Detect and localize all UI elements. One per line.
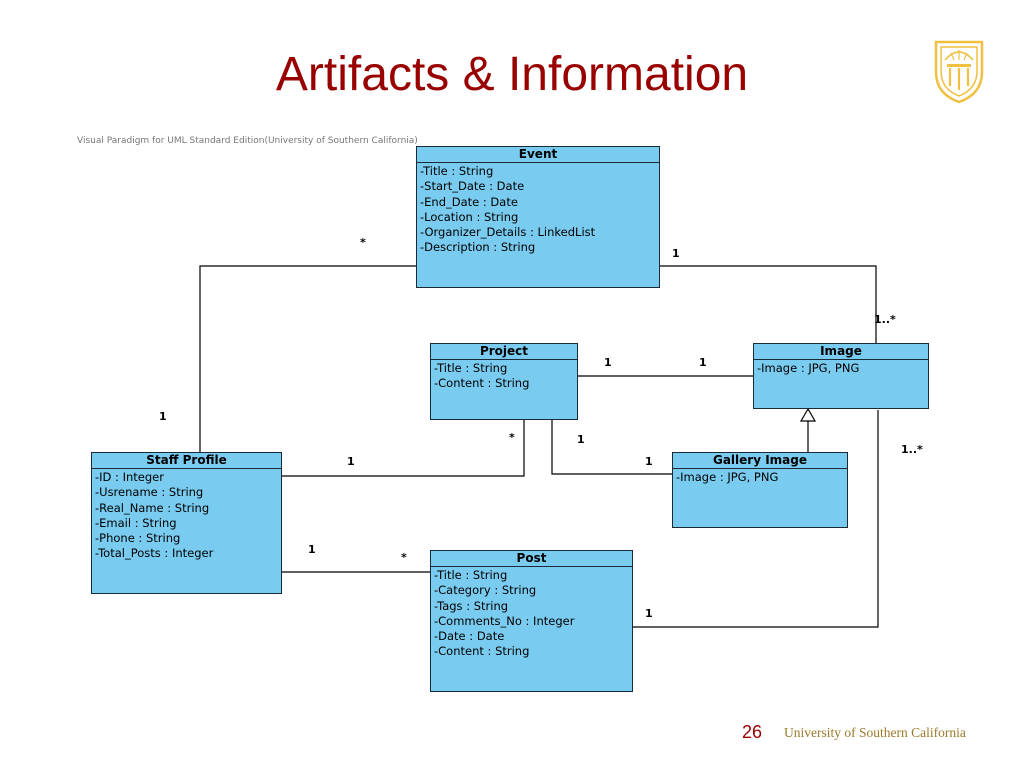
class-project-name: Project xyxy=(431,344,577,360)
post-attr-category: -Category : String xyxy=(434,583,537,598)
class-post-name: Post xyxy=(431,551,632,567)
post-attr-title: -Title : String xyxy=(434,568,508,582)
class-gallery-image[interactable]: Gallery Image -Image : JPG, PNG xyxy=(672,452,848,528)
generalization-triangle xyxy=(799,407,817,422)
mult-staff-project-project: * xyxy=(509,431,515,444)
post-attr-tags: -Tags : String xyxy=(434,598,509,613)
mult-project-gallery-gallery: 1 xyxy=(645,455,653,468)
class-staff-profile[interactable]: Staff Profile -ID : Integer -Usrename : … xyxy=(91,452,282,594)
tool-watermark: Visual Paradigm for UML Standard Edition… xyxy=(77,136,418,146)
class-staff-profile-name: Staff Profile xyxy=(92,453,281,469)
mult-post-image-image: 1..* xyxy=(901,443,923,456)
assoc-staff-project xyxy=(282,420,525,477)
class-image[interactable]: Image -Image : JPG, PNG xyxy=(753,343,929,409)
mult-post-image-post: 1 xyxy=(645,607,653,620)
class-project[interactable]: Project -Title : String -Content : Strin… xyxy=(430,343,578,420)
mult-project-image-project: 1 xyxy=(604,356,612,369)
mult-event-image-image: 1..* xyxy=(874,313,896,326)
slide-title: Artifacts & Information xyxy=(275,48,749,101)
staff-attr-email: -Email : String xyxy=(95,515,177,530)
class-post[interactable]: Post -Title : String -Category : String … xyxy=(430,550,633,692)
mult-staff-event-staff: 1 xyxy=(159,410,167,423)
staff-attr-phone: -Phone : String xyxy=(95,531,181,546)
class-event[interactable]: Event -Title : String -Start_Date : Date… xyxy=(416,146,660,288)
class-image-name: Image xyxy=(754,344,928,360)
class-event-name: Event xyxy=(417,147,659,163)
mult-staff-post-post: * xyxy=(401,551,407,564)
mult-staff-event-event: * xyxy=(360,236,366,249)
event-attr-title: -Title : String xyxy=(420,164,494,178)
mult-staff-post-staff: 1 xyxy=(308,543,316,556)
project-attr-content: -Content : String xyxy=(434,376,530,391)
class-staff-profile-attributes: -ID : Integer -Usrename : String -Real_N… xyxy=(92,469,281,562)
usc-seal-logo xyxy=(934,40,984,104)
class-post-attributes: -Title : String -Category : String -Tags… xyxy=(431,567,632,660)
mult-project-gallery-project: 1 xyxy=(577,433,585,446)
event-attr-location: -Location : String xyxy=(420,209,519,224)
staff-attr-real-name: -Real_Name : String xyxy=(95,500,210,515)
post-attr-date: -Date : Date xyxy=(434,629,505,644)
assoc-project-gallery xyxy=(551,420,672,475)
staff-attr-id: -ID : Integer xyxy=(95,470,164,484)
class-image-attributes: -Image : JPG, PNG xyxy=(754,360,928,376)
university-wordmark: University of Southern California xyxy=(784,725,966,740)
class-gallery-image-name: Gallery Image xyxy=(673,453,847,469)
project-attr-title: -Title : String xyxy=(434,361,508,375)
event-attr-start-date: -Start_Date : Date xyxy=(420,179,525,194)
post-attr-content: -Content : String xyxy=(434,644,530,659)
slide-page-number: 26 xyxy=(742,722,763,742)
staff-attr-total-posts: -Total_Posts : Integer xyxy=(95,546,214,561)
class-project-attributes: -Title : String -Content : String xyxy=(431,360,577,392)
assoc-event-image xyxy=(660,265,877,343)
mult-event-image-event: 1 xyxy=(672,247,680,260)
event-attr-end-date: -End_Date : Date xyxy=(420,194,518,209)
image-attr-image: -Image : JPG, PNG xyxy=(757,361,860,375)
post-attr-comments-no: -Comments_No : Integer xyxy=(434,613,575,628)
assoc-post-image xyxy=(633,410,879,628)
staff-attr-username: -Usrename : String xyxy=(95,485,204,500)
event-attr-description: -Description : String xyxy=(420,240,536,255)
mult-project-image-image: 1 xyxy=(699,356,707,369)
event-attr-organizer-details: -Organizer_Details : LinkedList xyxy=(420,225,596,240)
class-gallery-image-attributes: -Image : JPG, PNG xyxy=(673,469,847,485)
assoc-staff-event xyxy=(199,265,416,452)
class-event-attributes: -Title : String -Start_Date : Date -End_… xyxy=(417,163,659,256)
mult-staff-project-staff: 1 xyxy=(347,455,355,468)
gallery-image-attr-image: -Image : JPG, PNG xyxy=(676,470,779,484)
